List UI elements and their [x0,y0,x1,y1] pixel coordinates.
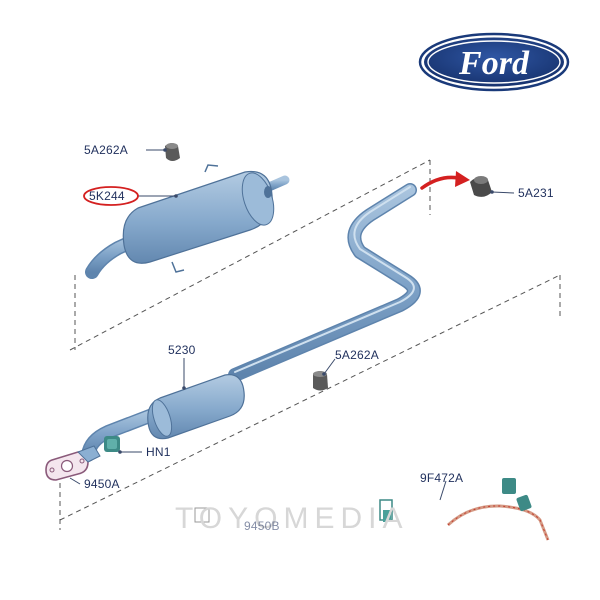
label-5230[interactable]: 5230 [168,343,196,357]
label-5a262a-top[interactable]: 5A262A [84,143,128,157]
leader-lines [69,149,515,501]
label-5a231[interactable]: 5A231 [518,186,554,200]
watermark: TOYOMEDIA [175,502,408,535]
label-5a262a-mid[interactable]: 5A262A [335,348,379,362]
rear-muffler [122,164,275,273]
part-labels: 5A262A 5K244 5A231 5230 5A262A HN1 9450A… [83,143,554,533]
insulator-5a231 [470,176,492,197]
oxygen-sensor [379,478,550,541]
direction-arrow [420,171,470,190]
label-9f472a[interactable]: 9F472A [420,471,463,485]
leader-dots [118,148,494,454]
part-9450b-shape [194,507,210,523]
highlight-ring [83,186,139,206]
label-hn1[interactable]: HN1 [146,445,171,459]
front-flange [77,445,101,463]
ford-logo-text: Ford [458,45,530,82]
center-muffler [147,374,245,440]
hanger-5a262a-top [165,143,180,161]
bracket-hn1 [104,436,120,452]
label-9450b[interactable]: 9450B [244,519,280,533]
label-5k244[interactable]: 5K244 [89,189,125,203]
ford-logo: Ford [418,32,570,92]
label-9450a[interactable]: 9450A [84,477,120,491]
